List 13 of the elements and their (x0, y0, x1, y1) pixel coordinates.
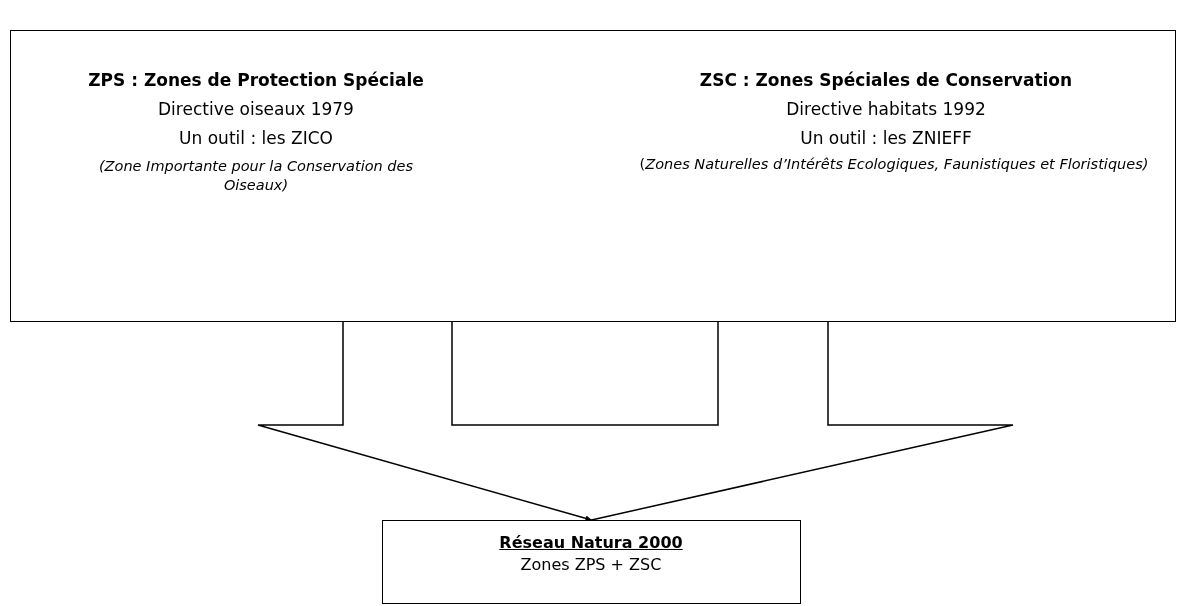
body-text: Zones ZPS + ZSC (519, 555, 663, 576)
heading-text: ZSC : Zones Spéciales de Conservation (698, 69, 1074, 92)
text-box (10, 30, 1176, 322)
tool-text: Un outil : les ZNIEFF (799, 127, 973, 150)
heading-text: Réseau Natura 2000 (498, 533, 684, 554)
merge-arrow (257, 321, 1014, 522)
subtitle-text: Directive habitats 1992 (785, 98, 987, 121)
note-text: (Zone Importante pour la Conservation des Oiseaux) (97, 157, 415, 195)
text-box (382, 520, 801, 604)
heading-text: ZPS : Zones de Protection Spéciale (87, 69, 425, 92)
subtitle-text: Directive oiseaux 1979 (157, 98, 355, 121)
tool-text: Un outil : les ZICO (178, 127, 334, 150)
note-text: (Zones Naturelles d’Intérêts Ecologiques, Faunistiques et Floristiques) (638, 155, 1150, 174)
